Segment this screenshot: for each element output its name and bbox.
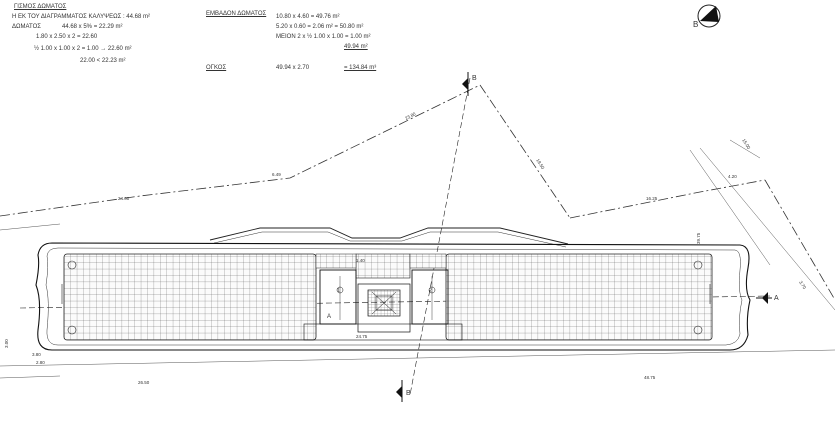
stair-room-2: 2 [429,288,432,294]
volume-calc: 49.94 x 2.70 [276,65,310,71]
dim-1-40: 1.40 [356,258,365,263]
left-header-line4: ½ 1.00 x 1.00 x 2 = 1.00 → 22.60 m² [34,46,132,52]
section-line-b [409,77,471,396]
north-arrow-icon: B [693,4,721,29]
roof-parapet-outline [209,227,569,245]
setback-lines [0,139,835,379]
dim-48-75: 48.75 [644,375,656,380]
right-header-title: ΕΜΒΑΔΟΝ ΔΩΜΑΤΟΣ [206,11,267,17]
section-label-b-bottom: B [406,390,411,397]
building-outline [35,242,751,351]
left-header-line2-value: 44.68 x 5% = 22.29 m² [62,24,123,30]
dim-3-80: 3.80 [32,352,41,357]
stair-core [303,269,463,341]
dim-3-00: 3.00 [4,339,9,348]
section-label-b-top: B [472,75,477,82]
north-label: B [693,20,698,29]
left-header-line3: 1.80 x 2.50 x 2 = 22.60 [36,34,98,40]
section-marker-a-right: A [756,292,779,304]
corner-details [61,260,711,335]
dim-39-75: 39.75 [696,232,701,244]
dim-18-50: 18.50 [535,158,546,171]
section-label-a-right: A [774,295,779,302]
section-marker-b-bottom: B [396,380,411,402]
left-header-line5: 22.00 < 22.23 m² [80,58,126,64]
volume-label: ΟΓΚΟΣ [206,65,227,71]
dim-24-75: 24.75 [356,334,368,339]
property-boundary [0,84,835,301]
left-header-line2-label: ΔΩΜΑΤΟΣ [12,24,41,30]
right-header-line3: ΜΕΙΟΝ 2 x ½ 1.00 x 1.00 = 1.00 m² [276,34,371,40]
dimensions: 24.00 6.49 23.80 18.50 16.25 4.20 15.00 … [4,111,807,385]
dim-26-50: 26.50 [138,380,150,385]
roof-tiling [63,253,713,341]
dim-24-00: 24.00 [118,196,130,201]
left-header-line1: Η ΕΚ ΤΟΥ ΔΙΑΓΡΑΜΜΑΤΟΣ ΚΑΛΥΨΕΩΣ : 44.68 m… [12,14,150,20]
right-header-line4: 49.94 m² [344,44,368,50]
right-header-line2: 5.20 x 0.60 = 2.06 m² = 50.80 m² [276,24,364,30]
dim-4-20: 4.20 [728,174,737,179]
dim-6-49: 6.49 [272,172,281,177]
dim-2-80: 2.80 [36,360,45,365]
dim-16-25: 16.25 [646,196,658,201]
section-label-a-left: A [327,314,331,320]
volume-result: = 134.84 m³ [344,65,377,71]
stair-room-1: 1 [337,288,340,294]
section-marker-b-top: B [462,72,477,96]
dim-23-80: 23.80 [404,111,417,121]
dim-3-70: 3.70 [798,280,807,290]
right-header-line1: 10.80 x 4.60 = 49.76 m² [276,14,340,20]
dim-15-00: 15.00 [741,138,751,151]
left-header-title: ΓΙΣΜΟΣ ΔΩΜΑΤΟΣ [14,4,67,10]
